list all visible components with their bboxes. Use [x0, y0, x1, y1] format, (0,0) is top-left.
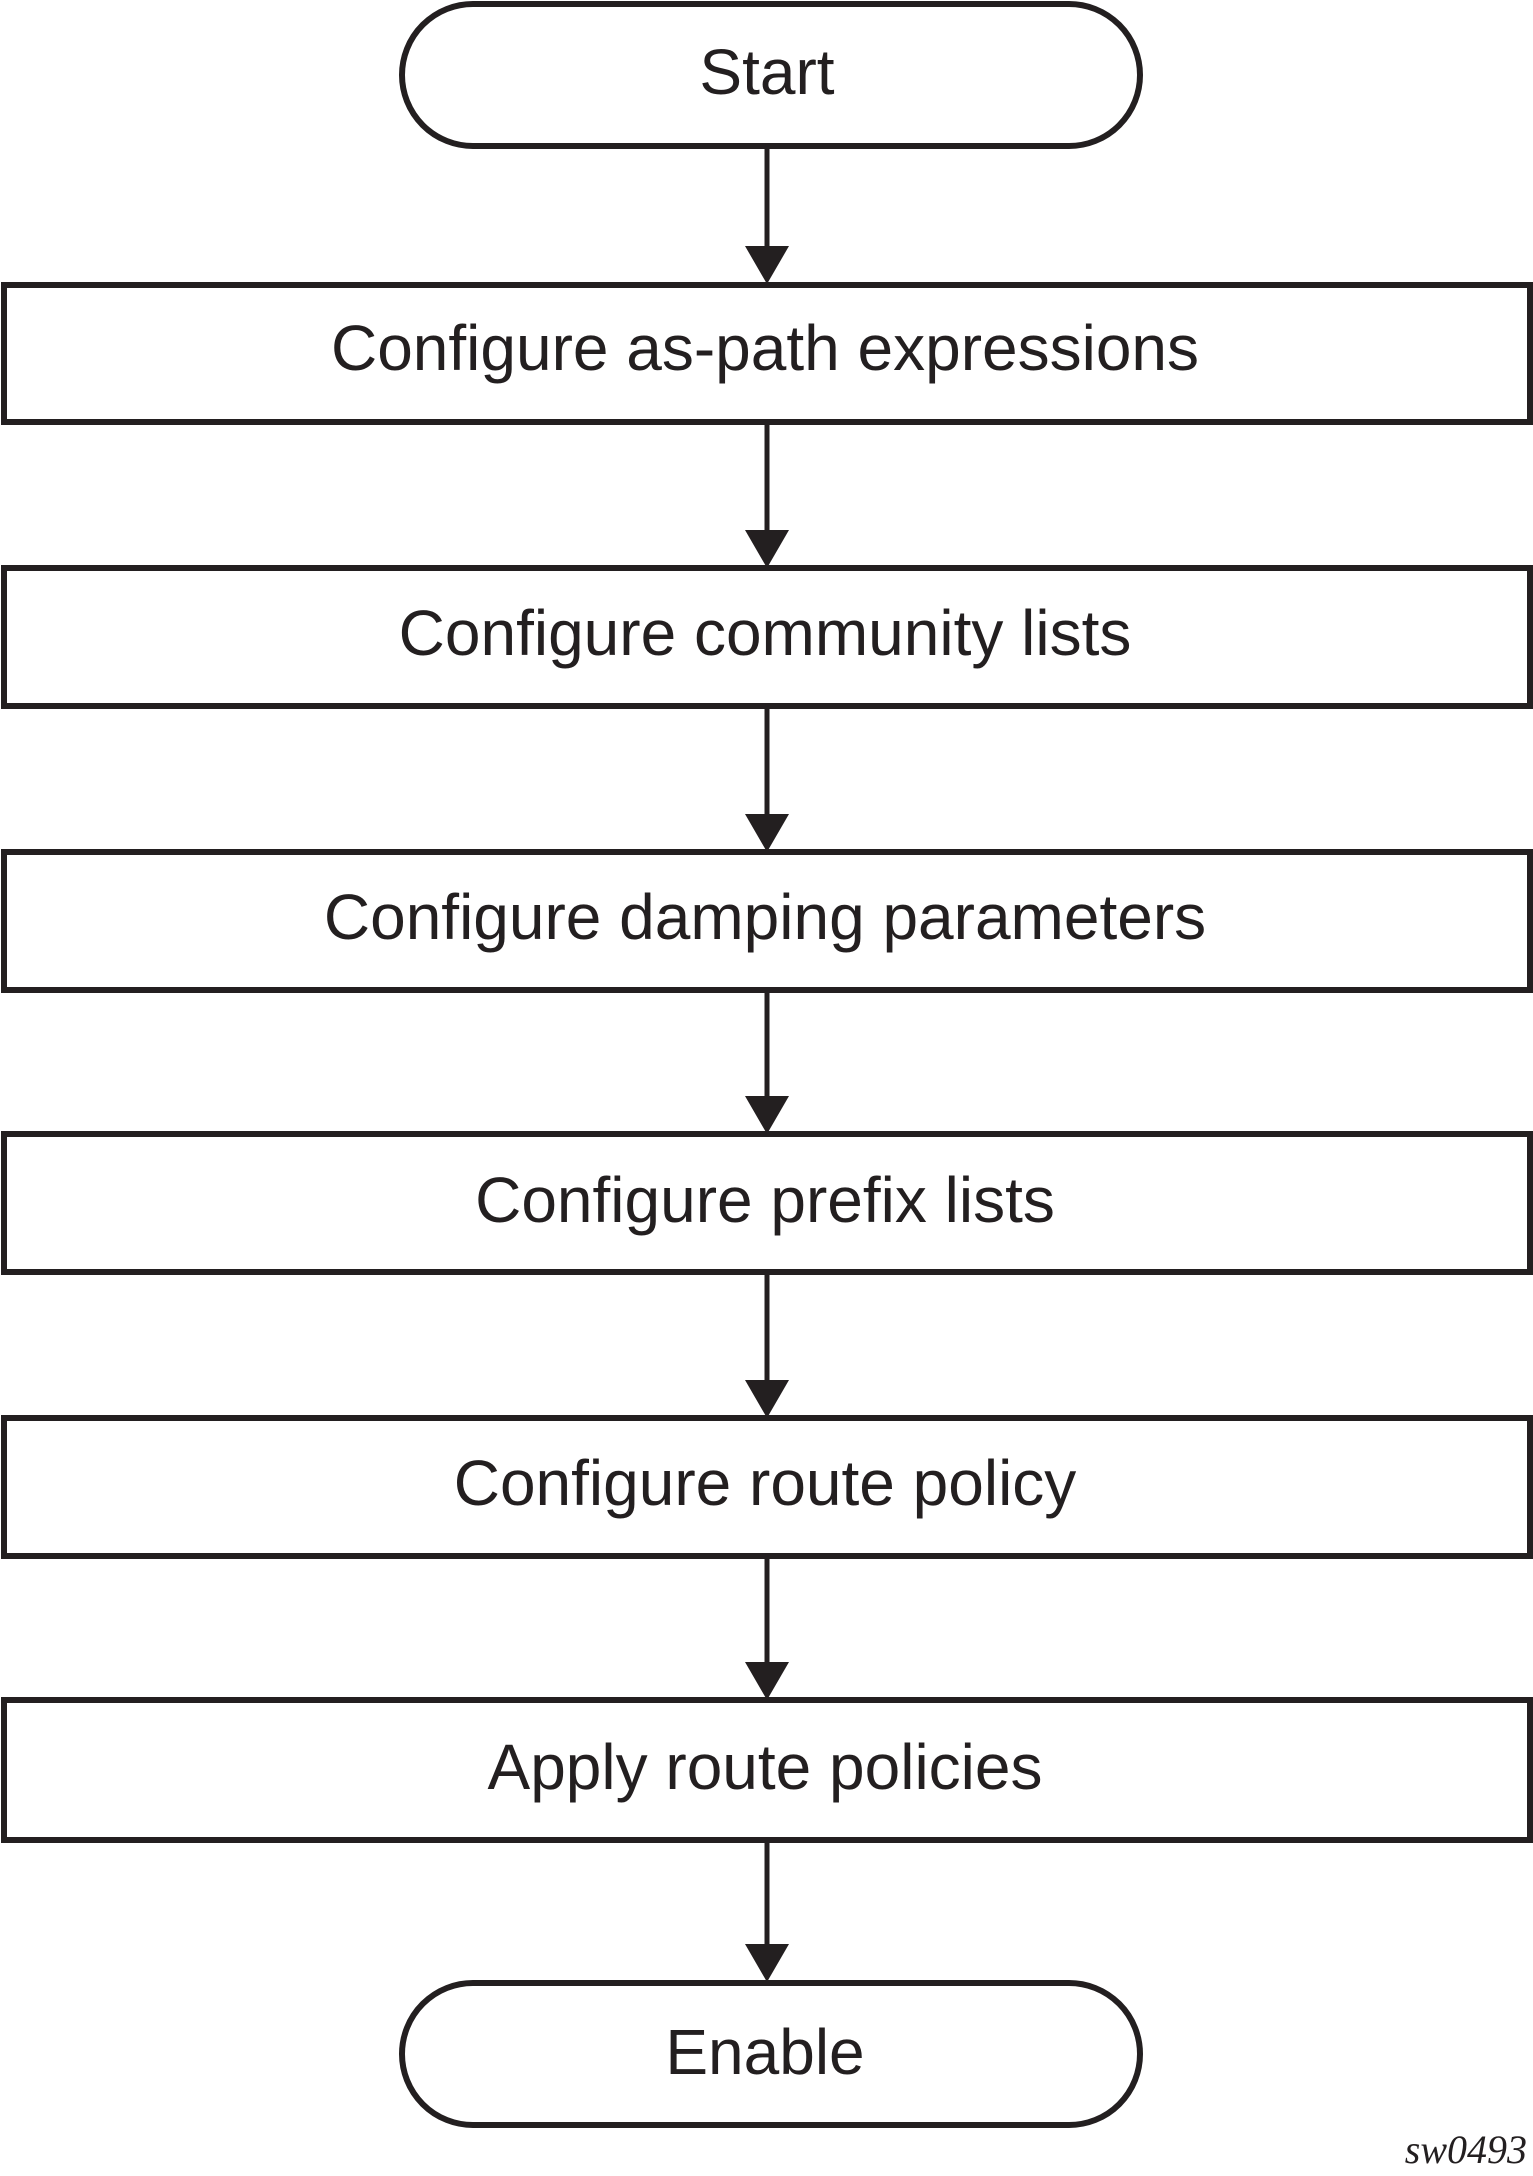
- connector-start-to-as-path: [745, 146, 789, 284]
- node-apply-label: Apply route policies: [488, 1731, 1043, 1803]
- arrowhead-icon: [745, 1380, 789, 1418]
- node-community: Configure community lists: [1, 565, 1533, 709]
- figure-id: sw0493: [1405, 2127, 1527, 2172]
- node-damping: Configure damping parameters: [1, 849, 1533, 993]
- node-apply: Apply route policies: [1, 1697, 1533, 1843]
- node-enable: Enable: [399, 1980, 1143, 2128]
- connector-damping-to-prefix: [745, 990, 789, 1134]
- arrowhead-icon: [745, 246, 789, 284]
- node-route-policy-label: Configure route policy: [454, 1447, 1077, 1519]
- arrowhead-icon: [745, 530, 789, 568]
- arrowhead-icon: [745, 1662, 789, 1700]
- node-as-path: Configure as-path expressions: [1, 282, 1533, 425]
- node-prefix-label: Configure prefix lists: [475, 1164, 1055, 1236]
- node-route-policy: Configure route policy: [1, 1415, 1533, 1559]
- connector-apply-to-enable: [745, 1840, 789, 1982]
- node-as-path-label: Configure as-path expressions: [331, 312, 1199, 384]
- arrowhead-icon: [745, 1096, 789, 1134]
- node-enable-label: Enable: [665, 2016, 864, 2088]
- node-community-label: Configure community lists: [399, 597, 1132, 669]
- connector-prefix-to-route-policy: [745, 1272, 789, 1418]
- node-damping-label: Configure damping parameters: [324, 881, 1206, 953]
- arrowhead-icon: [745, 814, 789, 852]
- connector-route-policy-to-apply: [745, 1556, 789, 1700]
- connector-community-to-damping: [745, 706, 789, 852]
- node-start: Start: [399, 1, 1143, 149]
- connector-as-path-to-community: [745, 422, 789, 568]
- node-prefix: Configure prefix lists: [1, 1131, 1533, 1275]
- arrowhead-icon: [745, 1944, 789, 1982]
- node-start-label: Start: [699, 36, 834, 108]
